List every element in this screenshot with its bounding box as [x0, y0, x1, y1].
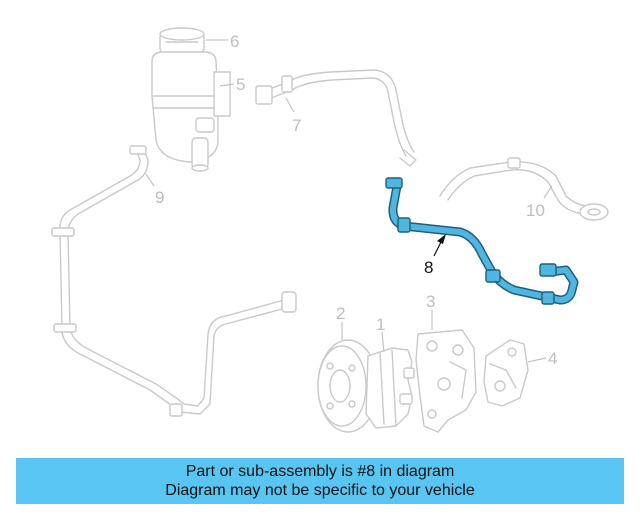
leader-lines: [145, 39, 553, 363]
callout-3: 3: [426, 292, 435, 311]
leader-9: [145, 173, 155, 187]
callout-1: 1: [376, 315, 385, 334]
callout-labels: 6 5 7 9 10 8 2 1 3 4: [155, 32, 557, 368]
part-8-pressure-hose: [385, 177, 579, 305]
part-9-return-line: [51, 145, 297, 417]
leader-1: [381, 331, 385, 353]
leader-5: [219, 83, 235, 87]
banner-line-part-number: Part or sub-assembly is #8 in diagram: [185, 463, 455, 480]
part-1-pump: [365, 347, 415, 429]
callout-2: 2: [336, 304, 345, 323]
callout-4: 4: [548, 349, 557, 368]
leader-10: [543, 185, 553, 199]
callout-8: 8: [424, 258, 433, 277]
leader-7: [285, 97, 295, 113]
part-3-bracket: [415, 329, 477, 433]
part-5-reservoir: [151, 51, 231, 172]
callout-10: 10: [526, 201, 545, 220]
info-banner: Part or sub-assembly is #8 in diagram Di…: [16, 458, 624, 504]
callout-6: 6: [230, 32, 239, 51]
part-6-reservoir-cap: [159, 27, 205, 55]
callout-5: 5: [236, 75, 245, 94]
leader-8-arrowhead: [437, 234, 446, 244]
callout-9: 9: [155, 188, 164, 207]
banner-line-disclaimer: Diagram may not be specific to your vehi…: [165, 482, 475, 499]
parts-diagram: 6 5 7 9 10 8 2 1 3 4: [51, 27, 609, 433]
part-4-bracket: [483, 339, 529, 407]
leader-4: [527, 357, 547, 363]
part-7-hose: [255, 69, 417, 167]
callout-7: 7: [292, 116, 301, 135]
part-10-hose: [439, 157, 609, 221]
